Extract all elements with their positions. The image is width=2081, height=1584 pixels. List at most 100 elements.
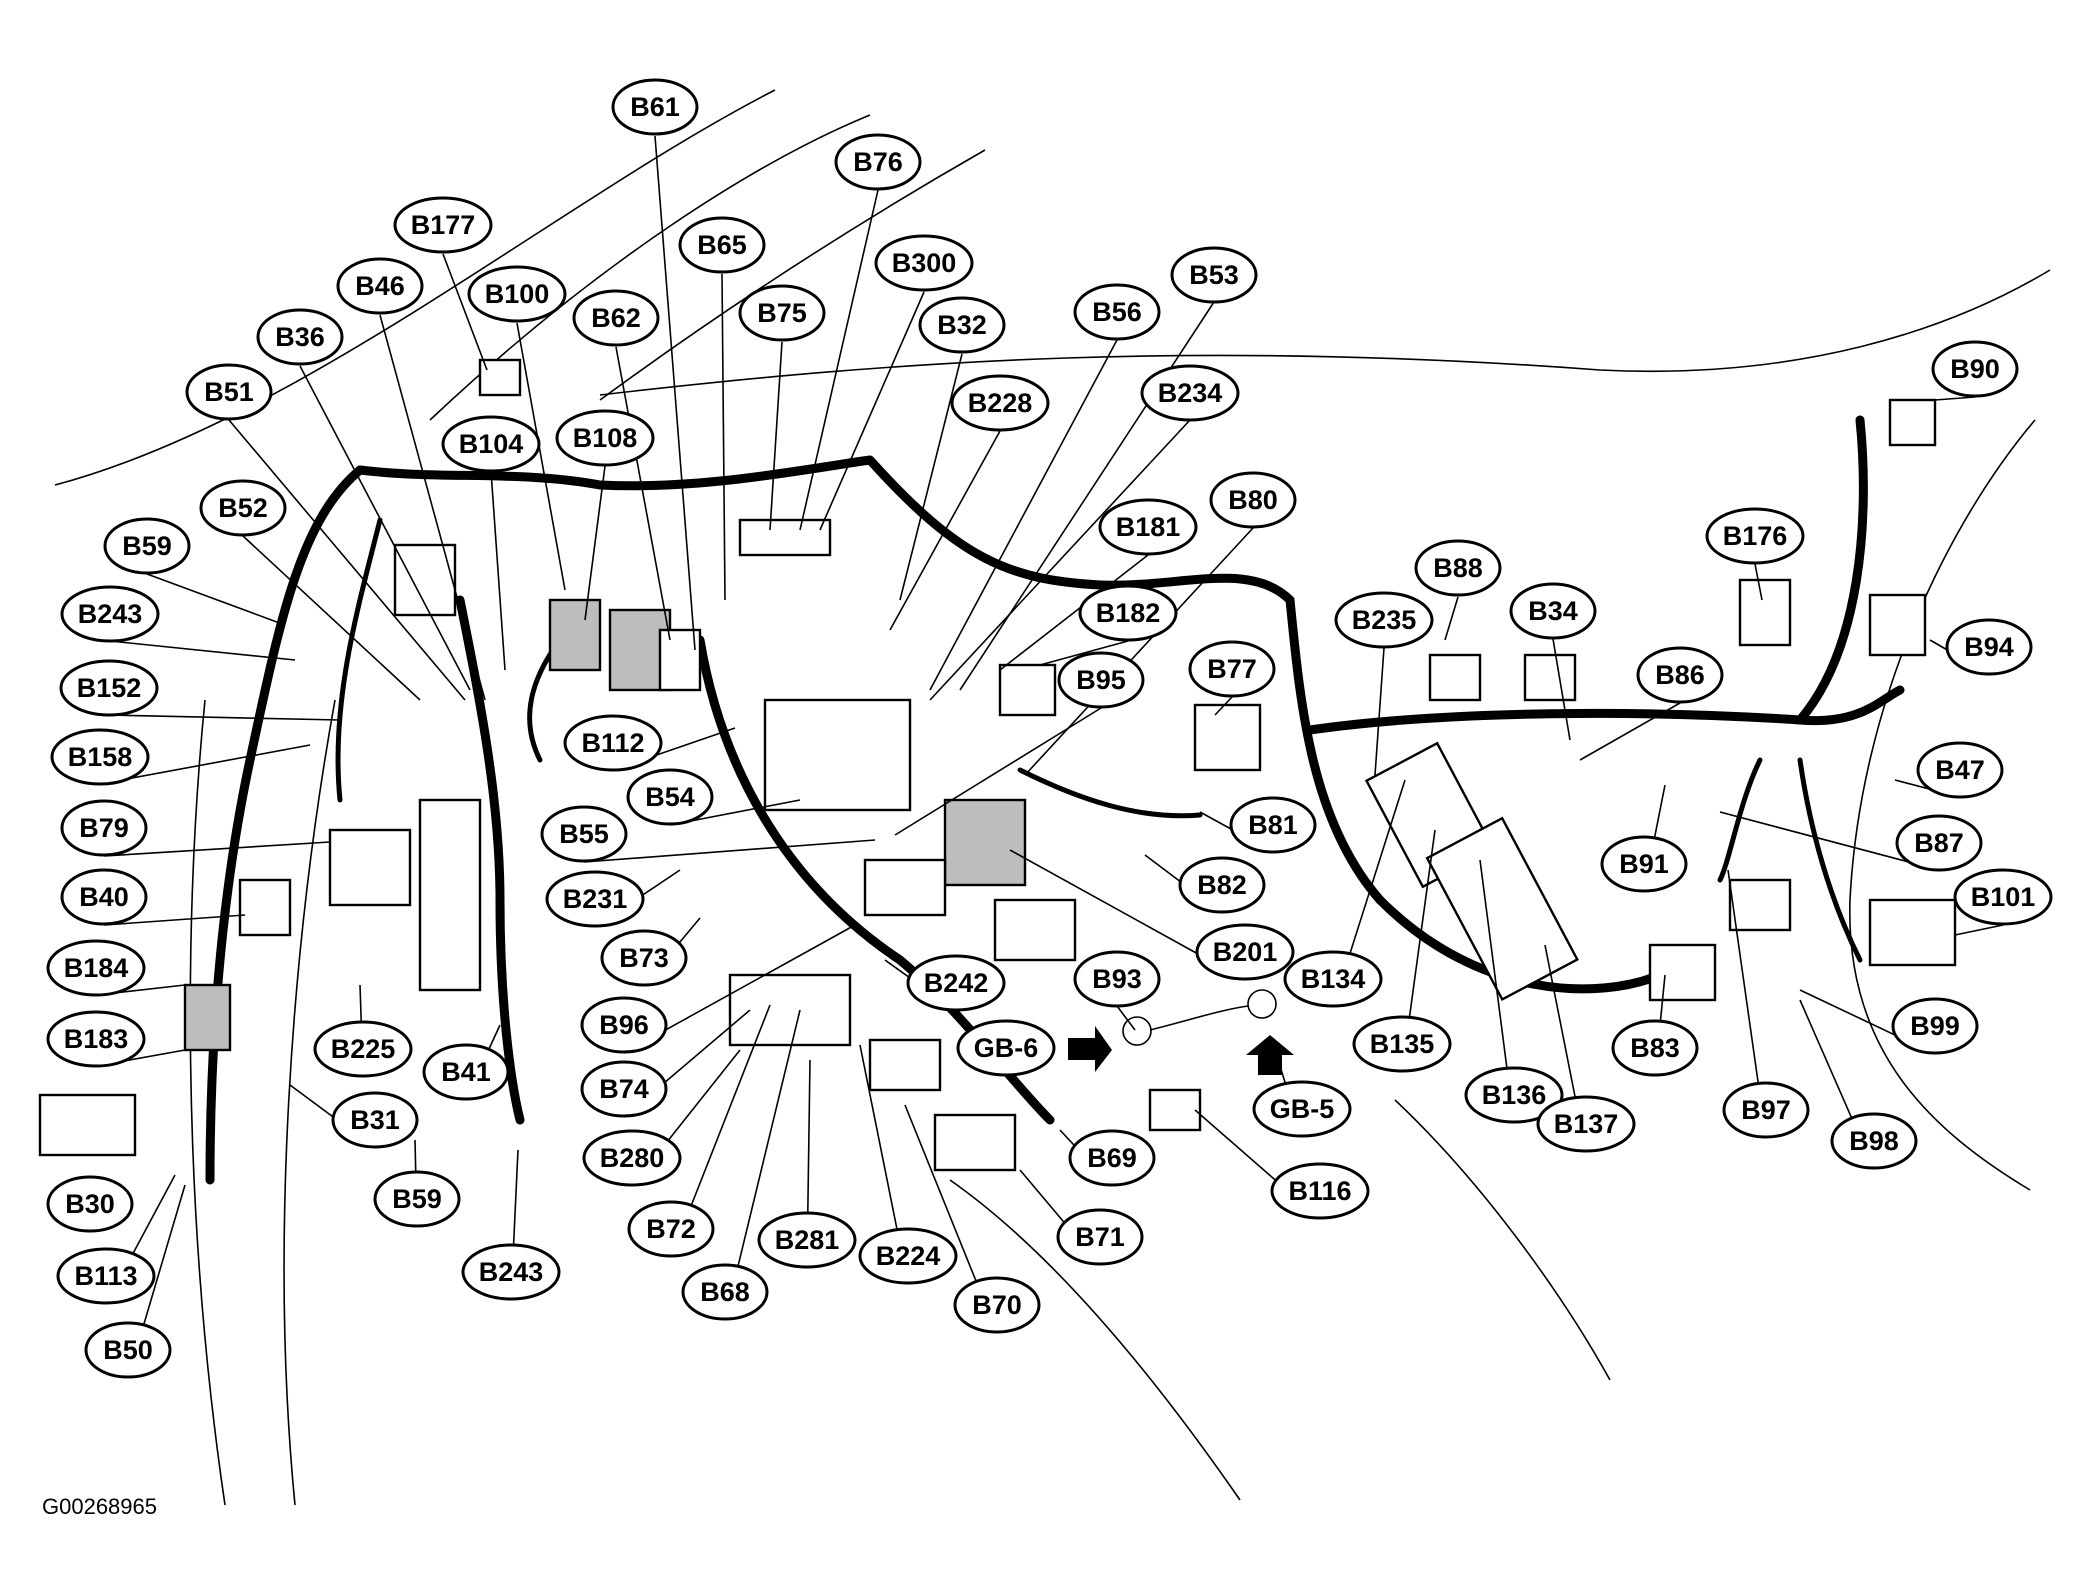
callout-label: B96 [599, 1010, 649, 1040]
callout-oval [874, 234, 974, 292]
callout-b137: B137 [1536, 1095, 1636, 1153]
callout-label: B52 [218, 493, 268, 523]
leader-line [516, 322, 566, 591]
callout-label: B97 [1741, 1095, 1791, 1125]
callout-oval [46, 1010, 146, 1068]
leader-line [442, 253, 488, 371]
callout-label: B224 [876, 1241, 941, 1271]
callout-b234: B234 [1140, 364, 1240, 422]
leader-line [929, 339, 1118, 691]
callout-b88: B88 [1414, 539, 1502, 597]
callout-label: B93 [1092, 964, 1142, 994]
callout-oval [1830, 1112, 1918, 1170]
callout-b95: B95 [1057, 651, 1145, 709]
callout-b81: B81 [1229, 796, 1317, 854]
callout-label: B61 [630, 92, 680, 122]
callout-oval [256, 308, 344, 366]
callout-b70: B70 [953, 1276, 1041, 1334]
callout-b100: B100 [467, 265, 567, 323]
callout-b31: B31 [331, 1091, 419, 1149]
callout-b30: B30 [46, 1175, 134, 1233]
callout-oval [1073, 950, 1161, 1008]
callout-b134: B134 [1283, 950, 1383, 1008]
callout-label: B280 [600, 1143, 665, 1173]
callout-b46: B46 [336, 257, 424, 315]
callout-label: B81 [1248, 810, 1298, 840]
leader-line [490, 470, 506, 671]
callout-oval [1170, 246, 1258, 304]
callout-b96: B96 [580, 996, 668, 1054]
callout-b56: B56 [1073, 283, 1161, 341]
callout-oval [738, 284, 826, 342]
callout-label: B88 [1433, 553, 1483, 583]
callout-label: B62 [591, 303, 641, 333]
callout-b68: B68 [681, 1263, 769, 1321]
callout-oval [611, 78, 699, 136]
callout-b176: B176 [1705, 507, 1805, 565]
callout-label: B36 [275, 322, 325, 352]
callout-b47: B47 [1916, 741, 2004, 799]
callout-b73: B73 [600, 929, 688, 987]
callout-oval [1068, 1129, 1156, 1187]
callout-label: B116 [1288, 1176, 1351, 1206]
leader-line [228, 419, 466, 701]
leader-line [242, 535, 421, 701]
callout-oval [555, 409, 655, 467]
callout-b281: B281 [757, 1211, 857, 1269]
ground-points [1068, 989, 1294, 1075]
callout-b177: B177 [393, 196, 493, 254]
callout-oval [441, 415, 541, 473]
callout-b231: B231 [545, 870, 645, 928]
callout-b201: B201 [1195, 923, 1295, 981]
callout-oval [1931, 340, 2019, 398]
leader-line [1039, 640, 1129, 666]
callout-label: B72 [646, 1214, 696, 1244]
callout-b52: B52 [199, 479, 287, 537]
callout-label: B137 [1554, 1109, 1619, 1139]
callout-oval [580, 1060, 668, 1118]
callout-oval [1270, 1162, 1370, 1220]
leader-line [894, 707, 1102, 836]
callout-oval [956, 1019, 1056, 1077]
callout-b83: B83 [1611, 1019, 1699, 1077]
callout-oval [1073, 283, 1161, 341]
callout-b104: B104 [441, 415, 541, 473]
callout-b243: B243 [60, 585, 160, 643]
callout-b116: B116 [1270, 1162, 1370, 1220]
callout-oval [572, 289, 660, 347]
callout-b72: B72 [627, 1200, 715, 1258]
callout-b51: B51 [185, 363, 273, 421]
callout-b300: B300 [874, 234, 974, 292]
callout-b235: B235 [1334, 591, 1434, 649]
callout-oval [1056, 1208, 1144, 1266]
callout-oval [103, 517, 191, 575]
callout-b61: B61 [611, 78, 699, 136]
callout-b228: B228 [950, 374, 1050, 432]
callout-oval [422, 1043, 510, 1101]
leader-line [769, 341, 783, 531]
callout-label: B242 [924, 968, 989, 998]
callout-oval [1414, 539, 1502, 597]
callout-label: B82 [1197, 870, 1247, 900]
callout-label: B90 [1950, 354, 2000, 384]
callout-label: B101 [1971, 882, 2036, 912]
callout-oval [1283, 950, 1383, 1008]
callout-oval [1945, 618, 2033, 676]
callout-label: B30 [65, 1189, 115, 1219]
callout-b80: B80 [1209, 471, 1297, 529]
callout-label: B76 [853, 147, 903, 177]
leader-line [299, 365, 471, 691]
callout-b53: B53 [1170, 246, 1258, 304]
leader-line [108, 714, 341, 721]
callout-label: B184 [64, 953, 129, 983]
callout-label: B99 [1910, 1011, 1960, 1041]
leader-line [999, 554, 1149, 671]
callout-b224: B224 [858, 1227, 958, 1285]
leader-line [721, 273, 726, 601]
leader-line [146, 573, 286, 626]
callout-label: B234 [1158, 378, 1223, 408]
callout-b243: B243 [461, 1243, 561, 1301]
leader-line [1116, 1005, 1136, 1031]
callout-oval [540, 805, 628, 863]
